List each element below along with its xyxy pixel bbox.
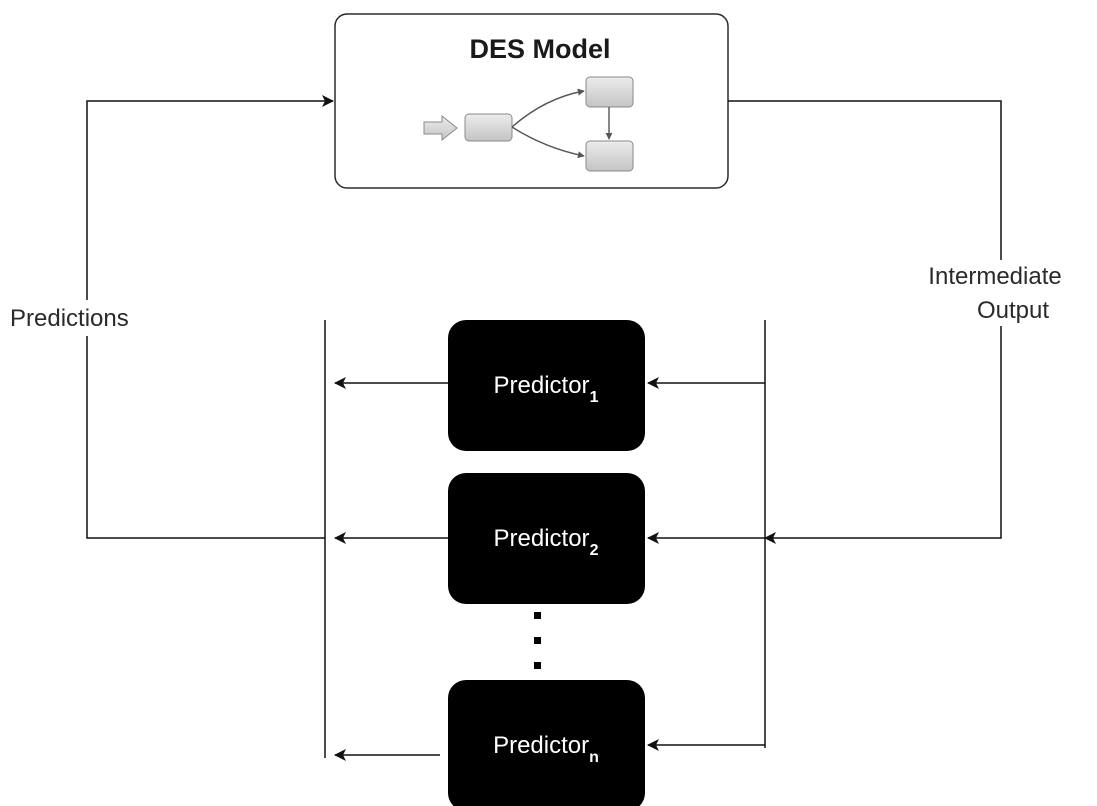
des-model-title: DES Model: [469, 34, 610, 64]
intermediate-label-bg: [922, 260, 1097, 326]
predictions-label-bg: [8, 300, 158, 336]
predictor-1: Predictor1: [334, 320, 765, 451]
des-model-box: DES Model: [334, 13, 729, 189]
predictor-n: Predictorn: [334, 680, 765, 806]
predictor-n-label: Predictorn: [493, 732, 599, 766]
predictor-2: Predictor2: [334, 473, 765, 604]
ellipsis-dots: [534, 612, 541, 669]
intermediate-output-label-line2: Output: [977, 297, 1049, 324]
intermediate-output-label-line1: Intermediate: [928, 263, 1061, 290]
predictions-label: Predictions: [10, 305, 129, 332]
predictor-2-label: Predictor2: [494, 525, 599, 559]
flowchart-icon: [423, 76, 634, 172]
predictor-1-label: Predictor1: [494, 372, 599, 406]
